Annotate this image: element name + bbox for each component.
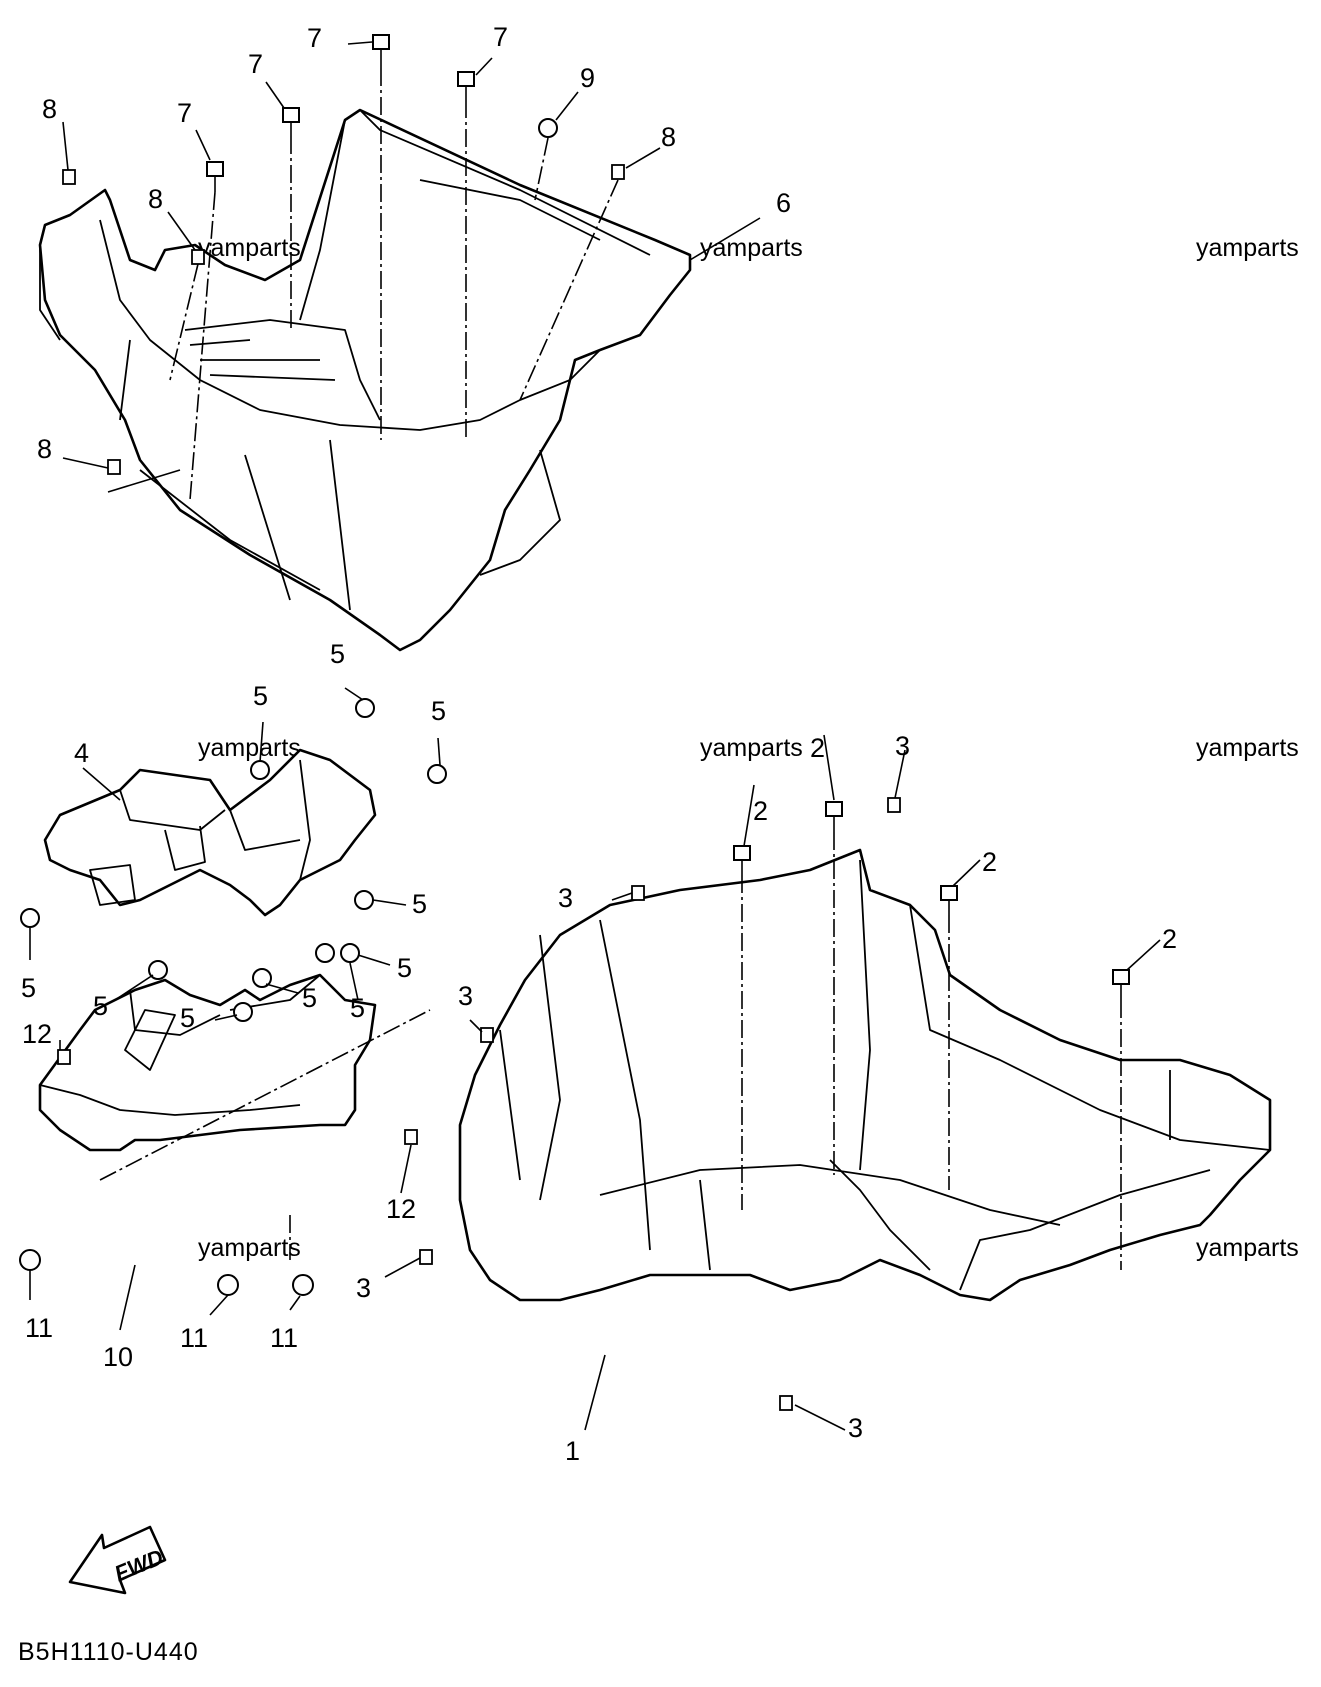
diagram-code: B5H1110-U440 <box>18 1638 199 1666</box>
callout-3: 3 <box>356 1273 371 1303</box>
bolt-7-a <box>372 34 390 68</box>
rivet-11 <box>292 1274 314 1296</box>
callout-5: 5 <box>330 639 345 669</box>
callout-5: 5 <box>93 991 108 1021</box>
rivet-11 <box>19 1249 41 1271</box>
clip-nut-3 <box>779 1395 793 1411</box>
watermark-text: yamparts <box>1196 1234 1299 1262</box>
callout-5: 5 <box>412 889 427 919</box>
clip-nut-3 <box>419 1249 433 1265</box>
clip-nut-3 <box>631 885 645 901</box>
clip-nut-12 <box>57 1049 71 1065</box>
bolt-2-d <box>1112 969 1130 1000</box>
screw-5 <box>20 908 40 928</box>
callout-2: 2 <box>982 847 997 877</box>
part-10-guard <box>38 973 377 1152</box>
callout-7: 7 <box>307 23 322 53</box>
screw-5 <box>148 960 168 980</box>
leader-lines <box>29 41 1161 1431</box>
clip-nut-8 <box>611 164 625 180</box>
bolt-7-c <box>282 107 300 136</box>
callout-8: 8 <box>42 94 57 124</box>
callout-11: 11 <box>25 1313 53 1343</box>
bolt-7-d <box>206 161 224 192</box>
callout-6: 6 <box>776 188 791 218</box>
watermark-text: yamparts <box>198 734 301 762</box>
callout-5: 5 <box>350 993 365 1023</box>
screw-5 <box>427 764 447 784</box>
callout-5: 5 <box>21 973 36 1003</box>
callout-8: 8 <box>148 184 163 214</box>
callout-2: 2 <box>1162 924 1177 954</box>
callout-11: 11 <box>270 1323 298 1353</box>
part-4-panel <box>43 748 377 917</box>
watermark-text: yamparts <box>198 1234 301 1262</box>
bolt-2-b <box>733 845 751 875</box>
callout-12: 12 <box>386 1194 416 1224</box>
callout-5: 5 <box>431 696 446 726</box>
screw-5 <box>354 890 374 910</box>
watermark-text: yamparts <box>700 234 803 262</box>
callout-5: 5 <box>397 953 412 983</box>
callout-1: 1 <box>565 1436 580 1466</box>
clip-nut-3 <box>887 797 901 813</box>
callout-7: 7 <box>248 49 263 79</box>
fasteners <box>19 34 1130 1411</box>
screw-5 <box>355 698 375 718</box>
callout-12: 12 <box>22 1019 52 1049</box>
screw-5 <box>315 943 335 963</box>
part-1-floor-tray <box>458 848 1272 1302</box>
screw-5 <box>340 943 360 963</box>
callout-3: 3 <box>848 1413 863 1443</box>
callout-2: 2 <box>753 796 768 826</box>
rivet-11 <box>217 1274 239 1296</box>
screw-5 <box>233 1002 253 1022</box>
screw-5 <box>250 760 270 780</box>
callout-5: 5 <box>253 681 268 711</box>
callout-8: 8 <box>37 434 52 464</box>
clip-nut-3 <box>480 1027 494 1043</box>
callout-7: 7 <box>177 98 192 128</box>
screw-5 <box>252 968 272 988</box>
callout-8: 8 <box>661 122 676 152</box>
clip-9 <box>538 118 558 138</box>
callout-5: 5 <box>180 1003 195 1033</box>
callout-3: 3 <box>558 883 573 913</box>
callout-3: 3 <box>458 981 473 1011</box>
callout-7: 7 <box>493 22 508 52</box>
bolt-2-a <box>825 801 843 832</box>
clip-nut-12 <box>404 1129 418 1145</box>
callout-10: 10 <box>103 1342 133 1372</box>
callout-11: 11 <box>180 1323 208 1353</box>
assembly-lines <box>99 68 1122 1270</box>
callout-5: 5 <box>302 983 317 1013</box>
callout-3: 3 <box>895 731 910 761</box>
watermark-text: yamparts <box>1196 234 1299 262</box>
part-6-storage-box <box>38 108 692 652</box>
clip-nut-8 <box>107 459 121 475</box>
callout-labels: 7 7 7 7 9 8 8 8 8 6 5 5 5 4 5 5 5 5 5 5 … <box>21 22 1177 1466</box>
watermark-text: yamparts <box>1196 734 1299 762</box>
clip-nut-8 <box>191 249 205 265</box>
bolt-2-c <box>940 885 958 915</box>
watermark-text: yamparts <box>700 734 803 762</box>
callout-4: 4 <box>74 738 89 768</box>
callout-9: 9 <box>580 63 595 93</box>
clip-nut-8 <box>62 169 76 185</box>
forward-arrow: FWD <box>68 1525 167 1595</box>
callout-2: 2 <box>810 733 825 763</box>
bolt-7-b <box>457 71 475 100</box>
